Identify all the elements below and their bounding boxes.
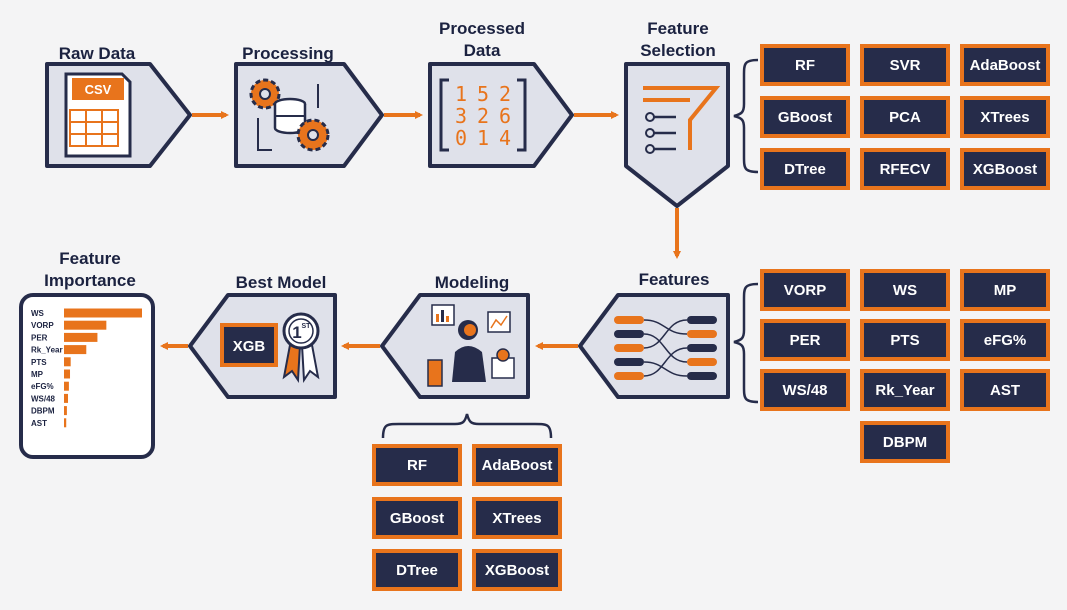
model-box: GBoost	[372, 497, 462, 539]
selection-method-box: AdaBoost	[960, 44, 1050, 86]
processed-data-label-line2: Data	[463, 41, 501, 60]
importance-label: DBPM	[31, 407, 55, 416]
model-box: DTree	[372, 549, 462, 591]
matrix-digit: 2	[477, 104, 489, 128]
processed-data-panel	[428, 62, 574, 168]
rank-number: 1	[292, 323, 301, 342]
selection-method-box: RFECV	[860, 148, 950, 190]
selection-method-box: GBoost	[760, 96, 850, 138]
matrix-digit: 5	[477, 82, 489, 106]
feature-box: eFG%	[960, 319, 1050, 361]
matrix-digit: 2	[499, 82, 511, 106]
importance-bar	[64, 418, 67, 428]
feature-selection-label-line2: Selection	[640, 41, 716, 60]
importance-bar	[64, 357, 71, 367]
modeling-label: Modeling	[434, 273, 510, 292]
feature-importance-label: Feature Importance	[44, 248, 136, 292]
selection-method-box: RF	[760, 44, 850, 86]
feature-box: WS/48	[760, 369, 850, 411]
matrix-digit: 6	[499, 104, 511, 128]
feature-box: AST	[960, 369, 1050, 411]
processing-label: Processing	[242, 44, 334, 63]
feature-importance-panel	[19, 293, 155, 459]
importance-bar	[64, 369, 71, 379]
matrix-digit: 1	[455, 82, 467, 106]
importance-label: PTS	[31, 358, 47, 367]
best-model-name: XGB	[233, 338, 266, 355]
rank-suffix: ST	[302, 323, 312, 330]
importance-bar	[64, 308, 142, 318]
feature-box: MP	[960, 269, 1050, 311]
processed-data-label: Processed Data	[439, 18, 525, 62]
feature-importance-label-line2: Importance	[44, 271, 136, 290]
selection-method-box: XTrees	[960, 96, 1050, 138]
model-box: XGBoost	[472, 549, 562, 591]
importance-bar	[64, 393, 69, 403]
model-box: RF	[372, 444, 462, 486]
selection-method-box: XGBoost	[960, 148, 1050, 190]
importance-label: AST	[31, 419, 47, 428]
raw-data-label: Raw Data	[58, 44, 136, 63]
importance-label: MP	[31, 370, 44, 379]
feature-box: PER	[760, 319, 850, 361]
selection-method-box: DTree	[760, 148, 850, 190]
processed-data-label-line1: Processed	[439, 19, 525, 38]
feature-box: WS	[860, 269, 950, 311]
first-place-ribbon-icon: 1 ST	[282, 312, 320, 384]
selection-method-box: SVR	[860, 44, 950, 86]
selection-method-box: PCA	[860, 96, 950, 138]
importance-label: WS	[31, 309, 45, 318]
csv-label: CSV	[85, 82, 112, 97]
matrix-digit: 4	[499, 126, 511, 150]
importance-bar	[64, 406, 67, 416]
features-label: Features	[638, 270, 710, 289]
features-brace	[733, 282, 759, 404]
importance-label: PER	[31, 333, 48, 342]
models-brace	[381, 413, 553, 439]
feature-selection-panel	[624, 62, 730, 208]
importance-bar	[64, 345, 87, 355]
feature-selection-label-line1: Feature	[647, 19, 709, 38]
best-model-label: Best Model	[235, 273, 327, 292]
feature-box: Rk_Year	[860, 369, 950, 411]
selection-brace	[733, 58, 759, 174]
importance-label: WS/48	[31, 394, 56, 403]
feature-selection-label: Feature Selection	[640, 18, 716, 62]
feature-importance-label-line1: Feature	[59, 249, 121, 268]
model-box: XTrees	[472, 497, 562, 539]
importance-bar	[64, 381, 69, 391]
importance-bar	[64, 332, 98, 342]
feature-box: DBPM	[860, 421, 950, 463]
importance-label: VORP	[31, 321, 54, 330]
matrix-digit: 3	[455, 104, 467, 128]
csv-file-icon: CSV	[64, 72, 132, 158]
best-model-badge: XGB	[220, 323, 278, 367]
model-box: AdaBoost	[472, 444, 562, 486]
database-gears-icon	[249, 78, 330, 152]
importance-bar	[64, 320, 107, 330]
matrix-digit: 0	[455, 126, 467, 150]
feature-mapping-icon	[614, 316, 717, 380]
feature-box: VORP	[760, 269, 850, 311]
funnel-filter-icon	[643, 86, 721, 154]
importance-label: Rk_Year	[31, 346, 63, 355]
importance-label: eFG%	[31, 382, 54, 391]
matrix-digit: 1	[477, 126, 489, 150]
data-scientist-icon	[427, 304, 515, 387]
feature-box: PTS	[860, 319, 950, 361]
